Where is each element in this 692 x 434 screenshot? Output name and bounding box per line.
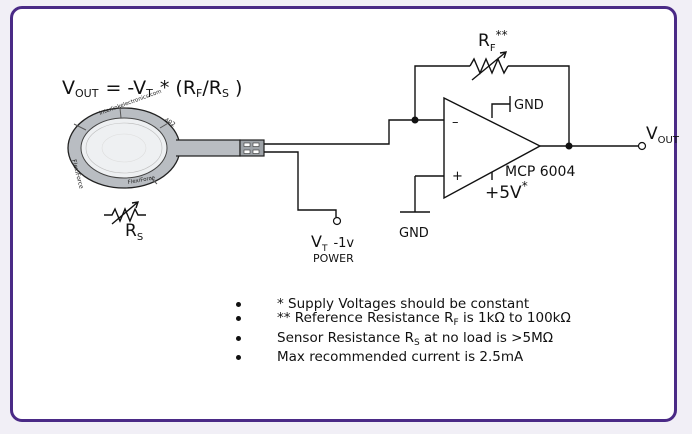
eq-vout: VOUT= -VT* (RF/RS)	[62, 77, 242, 100]
svg-text:FlexiForce: FlexiForce	[127, 175, 156, 186]
sensor-active-area	[80, 117, 168, 179]
note-item: * Supply Voltages should be constant	[233, 297, 571, 311]
sensor-tail	[176, 139, 241, 157]
svg-text:VT-1v: VT-1v	[311, 232, 354, 254]
rf-label: RF**	[478, 28, 508, 54]
svg-text:POWER: POWER	[313, 252, 354, 265]
rs-label: RS	[125, 221, 143, 243]
power-terminal[interactable]	[332, 216, 342, 226]
note-item: Max recommended current is 2.5mA	[233, 350, 571, 364]
inverting-input-sign: –	[452, 115, 459, 130]
sensor-connector	[239, 139, 265, 157]
rs-variable-resistor-icon: RS	[104, 201, 146, 243]
noninverting-input-sign: +	[452, 169, 463, 184]
diagram-frame	[10, 6, 677, 422]
sensor-part-text: 402	[163, 117, 177, 129]
force-sensor: interlinkelectronics.com 402 FlexiForce …	[67, 89, 265, 190]
note-item: Sensor Resistance RS at no load is >5MΩ	[233, 330, 571, 350]
junction-inverting	[411, 116, 419, 124]
vout-label: VOUT	[646, 124, 680, 146]
gnd-bottom-label: GND	[399, 226, 429, 241]
opamp-gnd-label: GND	[514, 98, 544, 113]
rf-variable-resistor-icon: RF**	[469, 28, 509, 81]
power-label: VT-1v POWER	[311, 232, 354, 265]
note-item: ** Reference Resistance RF is 1kΩ to 100…	[233, 311, 571, 330]
notes-list: * Supply Voltages should be constant ** …	[233, 297, 571, 364]
opamp-part-label: MCP 6004	[505, 164, 575, 180]
junction-output	[565, 142, 573, 150]
transfer-equation: VOUT= -VT* (RF/RS)	[62, 77, 242, 100]
output-terminal[interactable]	[637, 141, 647, 151]
op-amp-triangle	[443, 96, 542, 200]
op-amp: – + GND MCP 6004 +5V*	[443, 96, 575, 203]
supply-label: +5V*	[485, 179, 528, 203]
